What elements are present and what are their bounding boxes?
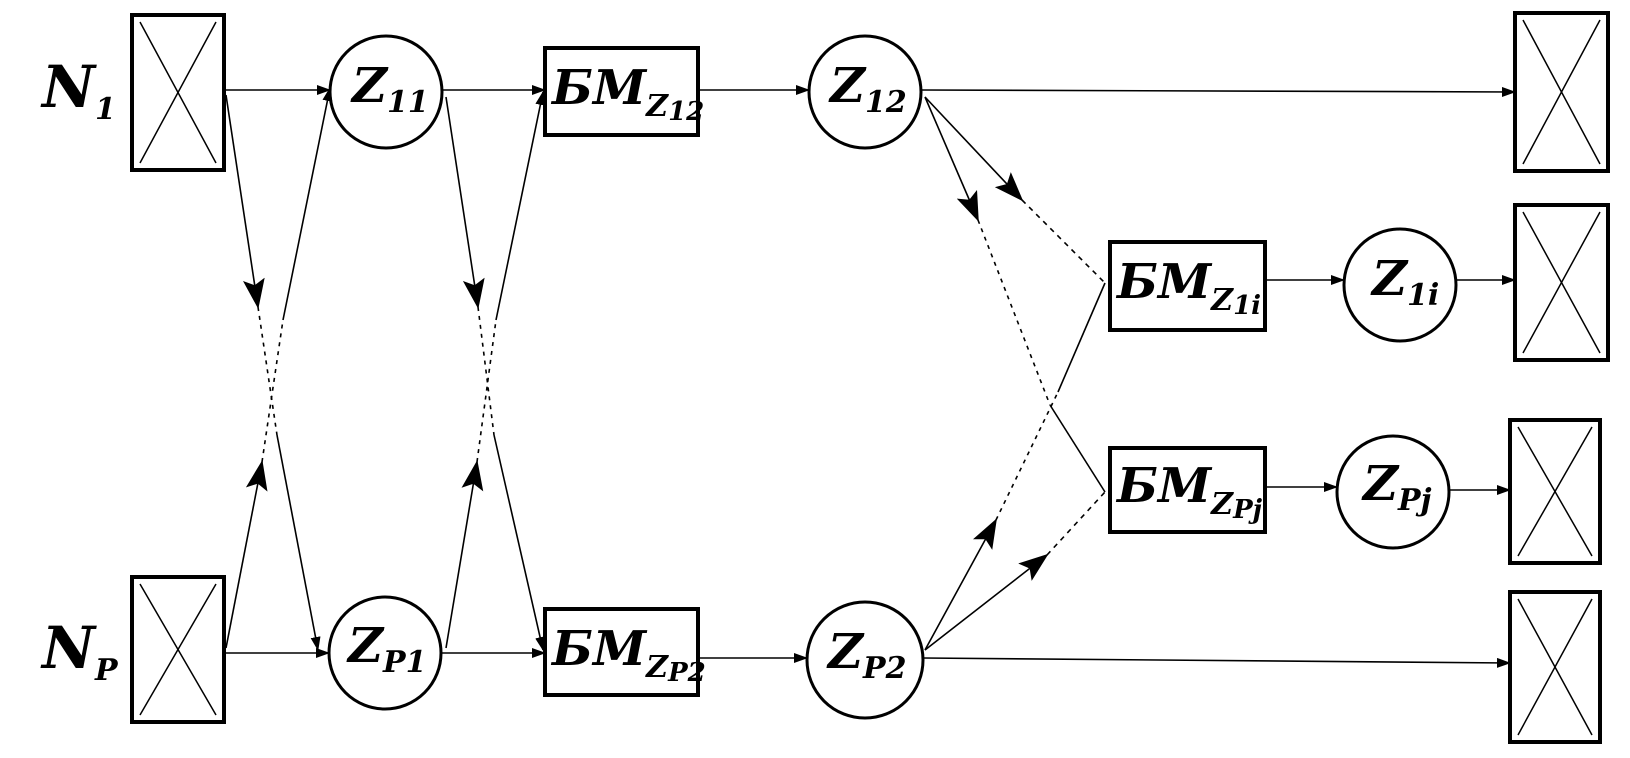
- edge-zp1-bm12-end: [495, 91, 546, 321]
- edge-zp1-bm12-dash: [476, 319, 497, 463]
- edge-z12-bm1i-dash: [1021, 199, 1106, 284]
- edge-z12-bmpj-dash: [977, 219, 1051, 406]
- source-box-np: [130, 575, 226, 724]
- bm-box-zpj: [1108, 446, 1267, 534]
- label-zpj: ZPj: [1361, 456, 1432, 518]
- bm-box-z12: [543, 46, 700, 137]
- label-z12: Z12: [828, 58, 907, 120]
- edge-zp2-bmpj-dash: [1046, 491, 1106, 556]
- label-n1: N1: [40, 53, 116, 127]
- edge-zp2-bm1i-end: [1057, 282, 1106, 393]
- edge-n1-zp1-dash: [257, 306, 278, 436]
- node-circle-z1i: [1342, 227, 1458, 343]
- label-zp1: ZP1: [346, 618, 426, 680]
- edge-n1-zp1-end: [276, 434, 321, 651]
- edge-np-z11-solid: [225, 460, 268, 649]
- source-box-n1: [130, 13, 226, 172]
- label-bm-z12: БМZ12: [550, 60, 704, 127]
- edge-z12-sink1: [920, 86, 1516, 97]
- edge-zp1-bm12-solid: [445, 460, 484, 649]
- label-bm-z1i: БМZ1i: [1115, 254, 1261, 321]
- node-circle-zpj: [1335, 434, 1451, 550]
- sink-box-2: [1513, 203, 1610, 362]
- edge-z12-bm1i-solid: [924, 96, 1024, 202]
- edge-zp2-bm1i-solid: [924, 518, 997, 651]
- sink-box-3: [1508, 418, 1602, 565]
- bm-box-zp2: [543, 607, 700, 697]
- edge-z12-bmpj-solid: [924, 96, 979, 222]
- label-z11: Z11: [350, 58, 429, 120]
- edge-zp2-bm1i-dash: [995, 391, 1059, 521]
- edge-zp2-bmpj-solid: [924, 553, 1049, 651]
- edge-z11-bmp2-dash: [477, 306, 495, 436]
- edge-z11-bmp2-end: [493, 434, 545, 651]
- edge-z12-bmpj-end: [1049, 404, 1106, 493]
- label-bm-zpj: БМZPj: [1115, 458, 1263, 525]
- edge-z11-bmp2-solid: [445, 96, 485, 309]
- label-np: NP: [40, 614, 119, 688]
- sink-box-4: [1508, 590, 1602, 744]
- label-bm-zp2: БМZP2: [550, 621, 706, 688]
- label-zp2: ZP2: [826, 624, 906, 686]
- label-z1i: Z1i: [1370, 251, 1439, 313]
- edge-n1-zp1-solid: [225, 94, 265, 309]
- bm-box-z1i: [1108, 240, 1267, 332]
- edge-zp2-sink4: [922, 657, 1511, 668]
- sink-box-1: [1513, 11, 1610, 173]
- edge-np-z11-end: [282, 87, 333, 321]
- edge-np-z11-dash: [261, 319, 284, 463]
